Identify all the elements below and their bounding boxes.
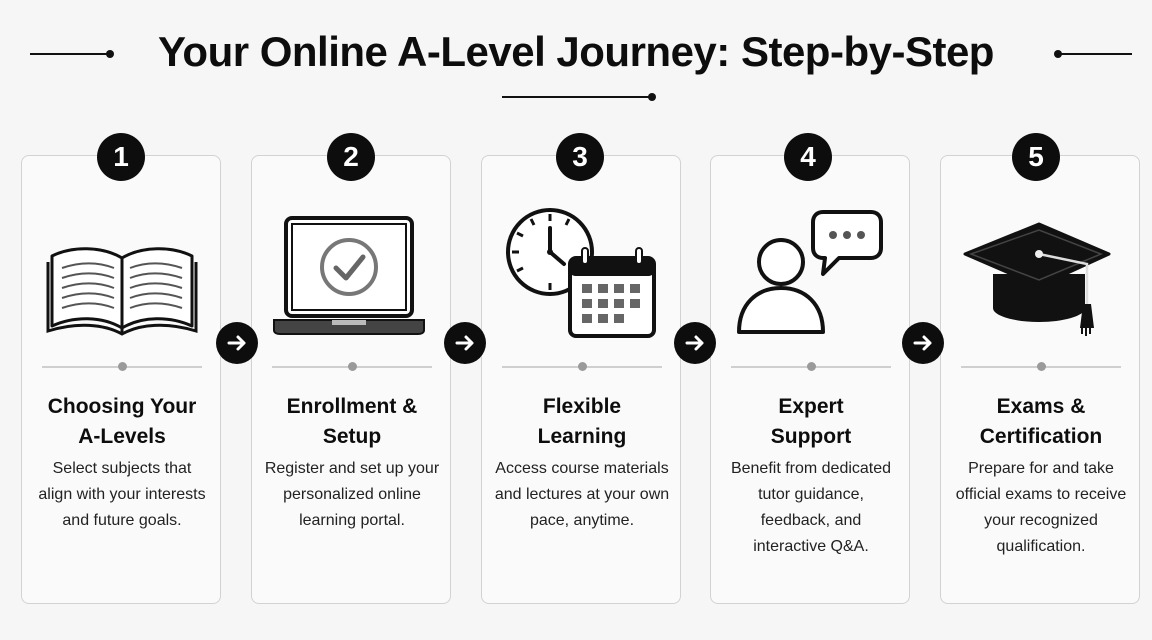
step-description: Register and set up your personalized on…: [264, 460, 440, 529]
step-number-badge-4: 4: [784, 133, 832, 181]
graduation-cap-icon: [941, 196, 1141, 346]
step-card-5: Exams &Certification Prepare for and tak…: [940, 155, 1140, 604]
title-underline: [502, 93, 656, 101]
step-number-badge-3: 3: [556, 133, 604, 181]
page-title: Your Online A-Level Journey: Step-by-Ste…: [158, 28, 994, 75]
title-rule-left: [30, 50, 114, 58]
card-divider: [502, 362, 662, 371]
step-title: Enrollment &Setup: [286, 395, 418, 448]
arrow-right-icon: [444, 322, 486, 364]
step-description: Access course materials and lectures at …: [494, 460, 670, 529]
step-number-badge-1: 1: [97, 133, 145, 181]
step-number-badge-2: 2: [327, 133, 375, 181]
step-card-2: Enrollment &Setup Register and set up yo…: [251, 155, 451, 604]
header: Your Online A-Level Journey: Step-by-Ste…: [0, 0, 1152, 110]
step-description: Select subjects that align with your int…: [38, 460, 206, 529]
arrow-right-icon: [674, 322, 716, 364]
card-divider: [961, 362, 1121, 371]
open-book-icon: [22, 196, 222, 346]
card-divider: [42, 362, 202, 371]
card-divider: [272, 362, 432, 371]
step-title: Exams &Certification: [979, 395, 1103, 448]
clock-calendar-icon: [482, 196, 682, 346]
person-speech-bubble-icon: [711, 196, 911, 346]
step-number-badge-5: 5: [1012, 133, 1060, 181]
laptop-checkmark-icon: [252, 196, 452, 346]
arrow-right-icon: [902, 322, 944, 364]
arrow-right-icon: [216, 322, 258, 364]
title-rule-right: [1054, 50, 1132, 58]
step-description: Prepare for and take official exams to r…: [955, 460, 1127, 555]
step-description: Benefit from dedicated tutor guidance, f…: [730, 460, 892, 555]
card-divider: [731, 362, 891, 371]
